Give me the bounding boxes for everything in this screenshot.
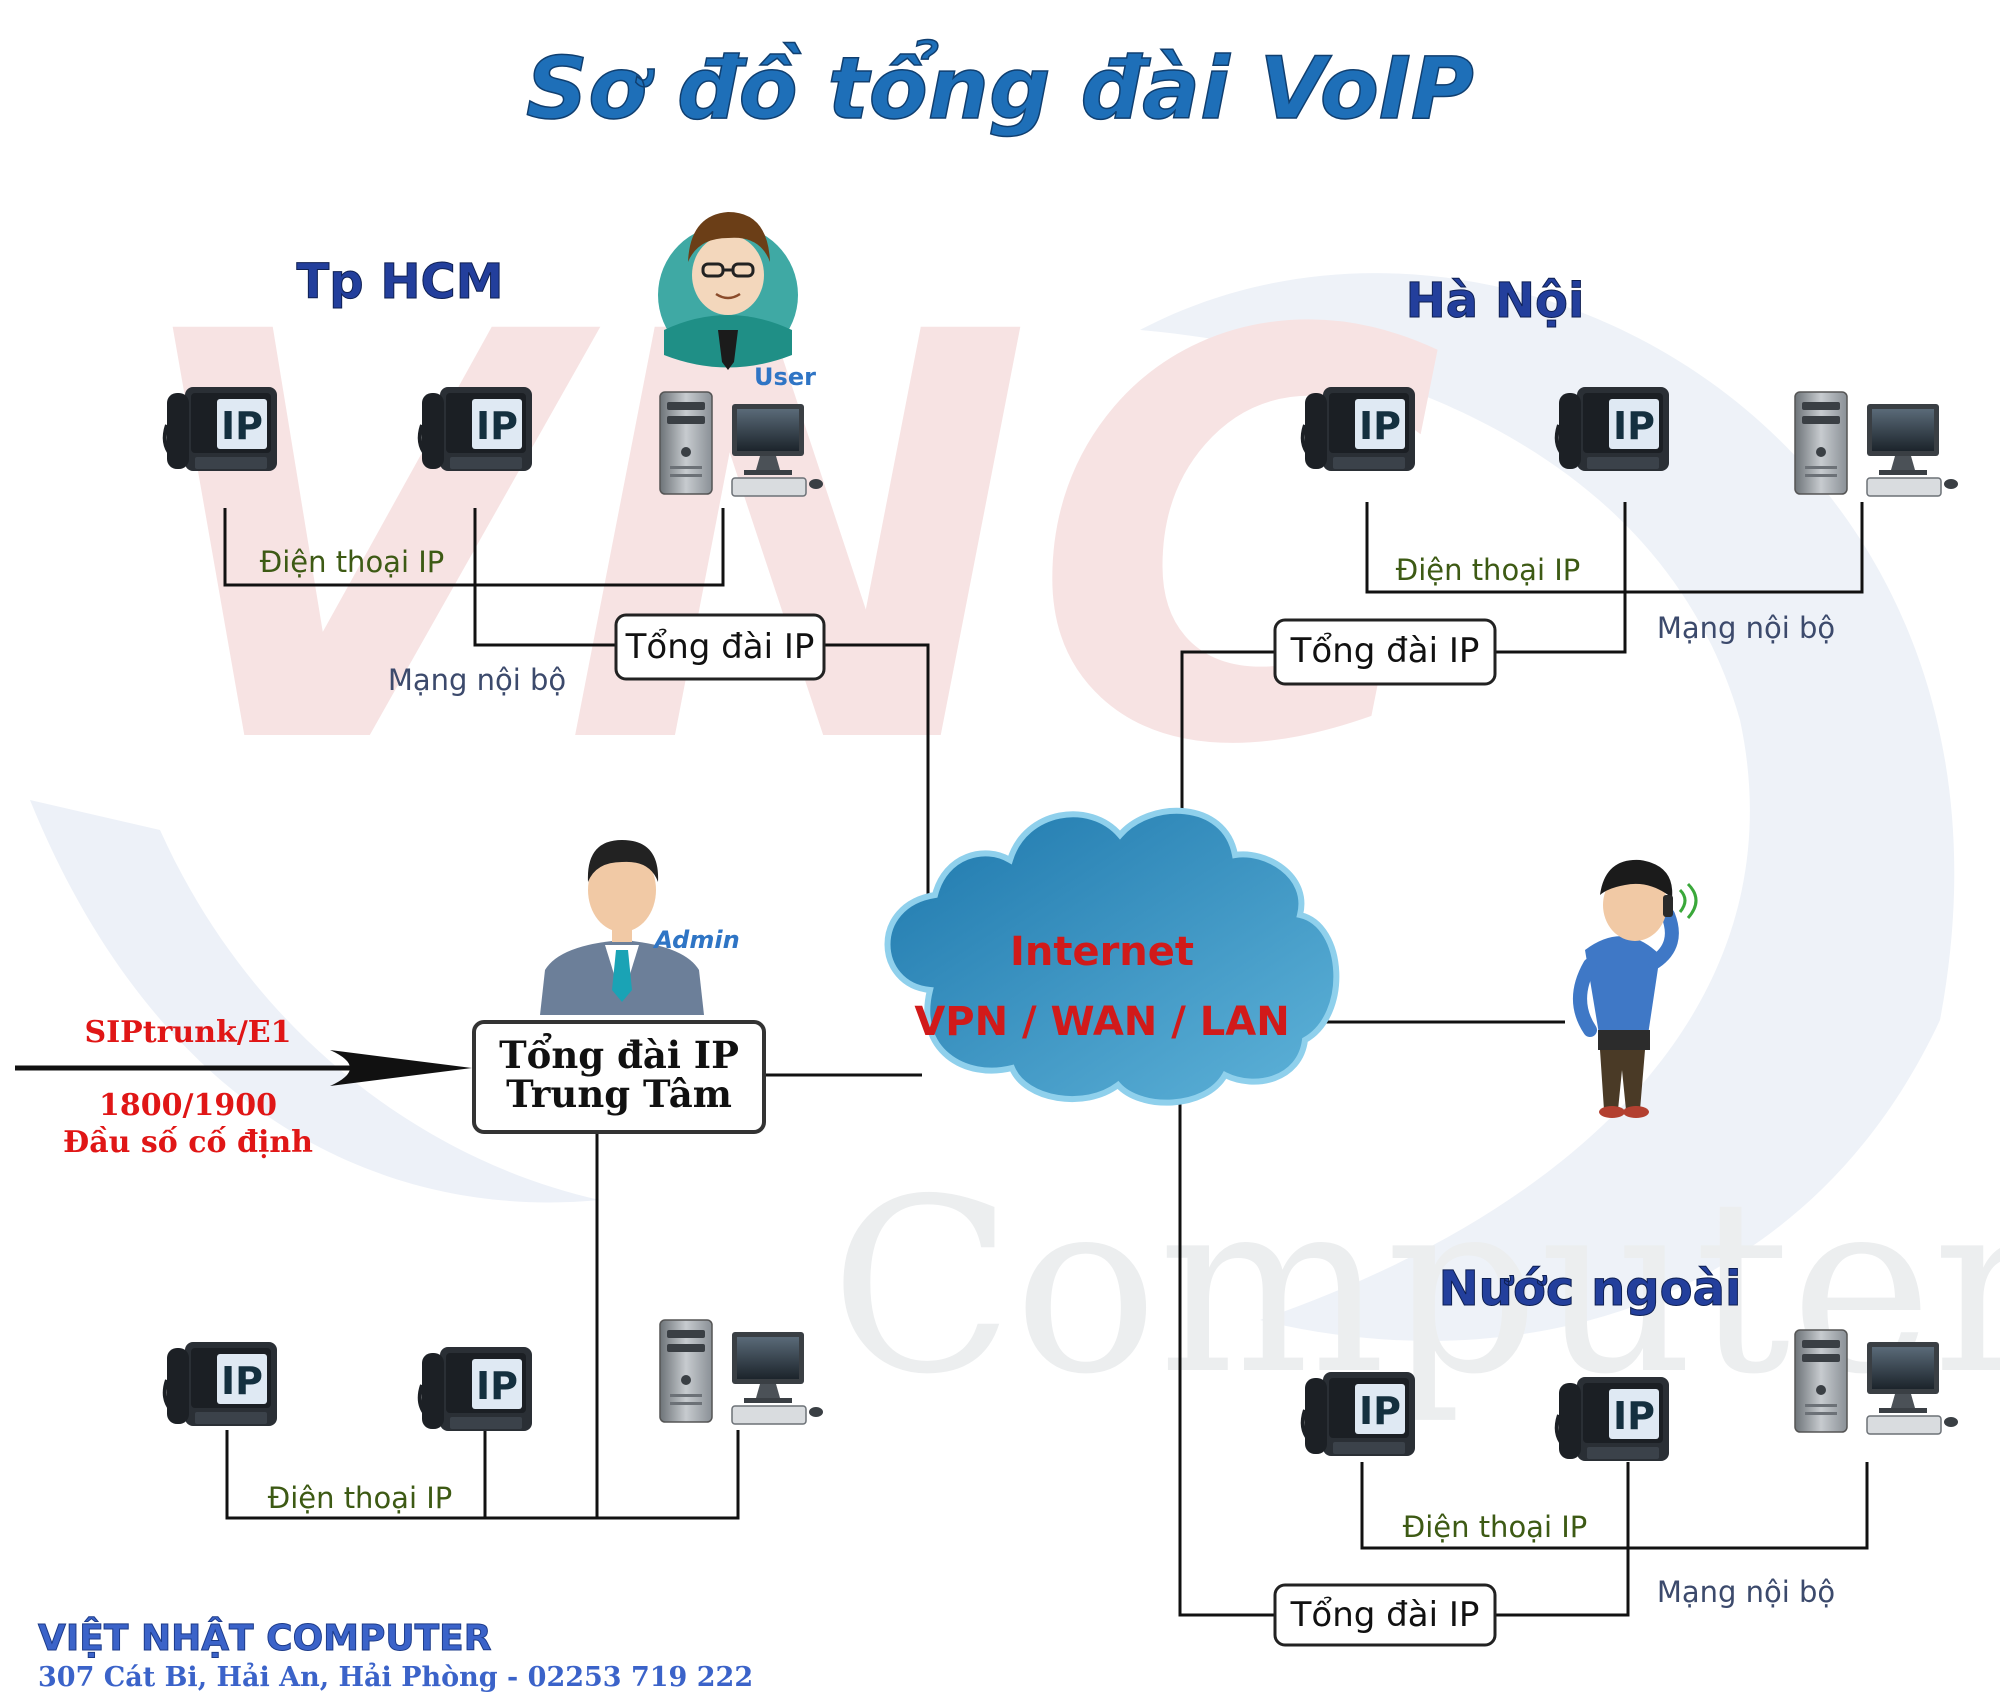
- hanoi-computer: [1794, 391, 1959, 497]
- internet-cloud[interactable]: Internet VPN / WAN / LAN: [884, 807, 1340, 1106]
- admin-avatar: [540, 840, 704, 1015]
- watermark-swoosh-left: [30, 800, 600, 1203]
- region-central: Admin Tổng đài IP Trung Tâm Điện thoại I…: [162, 840, 824, 1515]
- sip-trunk: SIPtrunk/E1 1800/1900 Đầu số cố định: [15, 1015, 472, 1160]
- central-computer: [659, 1319, 824, 1425]
- hcm-pbx-box[interactable]: [614, 613, 826, 681]
- central-pbx-line2: Trung Tâm: [506, 1072, 732, 1116]
- hcm-computer: [659, 391, 824, 497]
- remote-mobile-user: [1573, 859, 1698, 1118]
- hanoi-ip-phone-2: [1554, 385, 1671, 473]
- hanoi-lan-label: Mạng nội bộ: [1657, 611, 1835, 645]
- hanoi-phone-bus: [1365, 502, 1864, 594]
- hcm-phones-label: Điện thoại IP: [260, 545, 445, 579]
- region-overseas: Nước ngoài Điện thoại IP Mạng nội bộ Tổn…: [1273, 1261, 1959, 1647]
- page-title: Sơ đồ tổng đài VoIP: [526, 39, 1474, 139]
- trunk-fixed-number: Đầu số cố định: [63, 1125, 313, 1160]
- overseas-ip-phone-1: [1300, 1370, 1417, 1458]
- hcm-uplink: [824, 643, 930, 920]
- hcm-ip-phone-2: [417, 385, 534, 473]
- hanoi-phones-label: Điện thoại IP: [1396, 553, 1581, 587]
- hanoi-pbx-label: Tổng đài IP: [1290, 631, 1480, 671]
- hcm-ip-phone-1: [162, 385, 279, 473]
- central-ip-phone-2: [417, 1345, 534, 1433]
- user-label: User: [754, 363, 816, 391]
- connection-lines: [223, 502, 1869, 1617]
- user-avatar: [658, 212, 798, 370]
- region-hanoi: Hà Nội Điện thoại IP Mạng nội bộ Tổng đà…: [1273, 273, 1959, 686]
- central-phones-label: Điện thoại IP: [268, 1481, 453, 1515]
- overseas-uplink: [1178, 1088, 1275, 1617]
- hcm-lan-link: [473, 508, 616, 647]
- trunk-arrow-head: [330, 1050, 472, 1086]
- watermark-swoosh-right: [1140, 273, 1955, 1341]
- footer-address: 307 Cát Bi, Hải An, Hải Phòng - 02253 71…: [38, 1661, 753, 1693]
- region-title-hanoi: Hà Nội: [1406, 273, 1585, 329]
- central-ip-phone-1: [162, 1340, 279, 1428]
- overseas-phones-label: Điện thoại IP: [1403, 1510, 1588, 1544]
- hanoi-ip-phone-1: [1300, 385, 1417, 473]
- hanoi-uplink: [1180, 650, 1275, 880]
- overseas-pbx-box[interactable]: [1273, 1583, 1497, 1647]
- admin-label: Admin: [652, 926, 739, 954]
- region-hcm: Tp HCM User Điện thoại IP Mạng nội bộ Tổ…: [162, 212, 826, 697]
- hanoi-pbx-box[interactable]: [1273, 618, 1497, 686]
- overseas-ip-phone-2: [1554, 1375, 1671, 1463]
- overseas-lan-link: [1495, 1462, 1630, 1617]
- central-pbx-box[interactable]: [472, 1020, 766, 1134]
- trunk-numbers: 1800/1900: [99, 1088, 277, 1123]
- cloud-label-internet: Internet: [1010, 929, 1194, 975]
- overseas-pbx-label: Tổng đài IP: [1290, 1595, 1480, 1635]
- region-title-overseas: Nước ngoài: [1439, 1261, 1742, 1317]
- watermark: VNC Computer: [30, 216, 2000, 1427]
- hcm-pbx-label: Tổng đài IP: [625, 627, 815, 667]
- hcm-lan-label: Mạng nội bộ: [388, 663, 566, 697]
- overseas-lan-label: Mạng nội bộ: [1657, 1575, 1835, 1609]
- region-title-hcm: Tp HCM: [297, 254, 504, 310]
- footer: VIỆT NHẬT COMPUTER 307 Cát Bi, Hải An, H…: [38, 1616, 754, 1694]
- hanoi-lan-link: [1495, 502, 1627, 654]
- cloud-label-network: VPN / WAN / LAN: [914, 999, 1289, 1045]
- overseas-phone-bus: [1360, 1462, 1869, 1550]
- central-pbx-line1: Tổng đài IP: [499, 1033, 739, 1077]
- central-phone-bus: [225, 1430, 740, 1520]
- footer-company: VIỆT NHẬT COMPUTER: [38, 1616, 491, 1659]
- trunk-label: SIPtrunk/E1: [84, 1015, 291, 1050]
- overseas-computer: [1794, 1329, 1959, 1435]
